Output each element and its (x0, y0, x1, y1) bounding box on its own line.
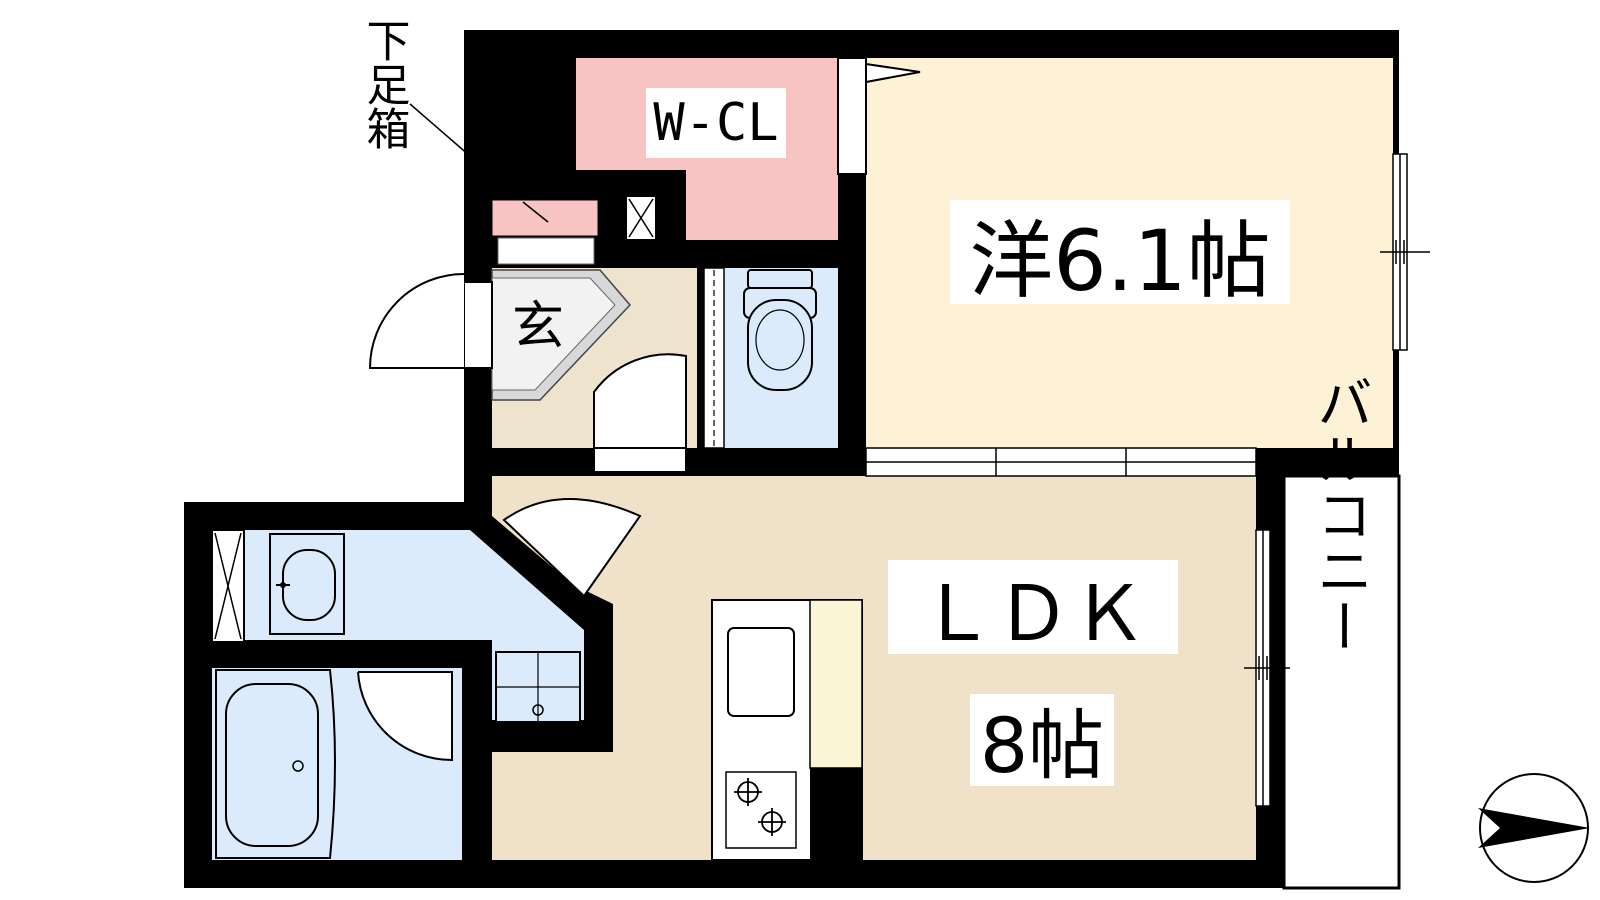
western-room-label: 洋6.1帖 (969, 212, 1271, 310)
kitchen-sink-icon (727, 627, 795, 717)
sliding-partition (865, 447, 1257, 477)
toilet-icon (743, 269, 817, 391)
shoe-box-label: 下足箱 (359, 18, 410, 150)
ldk-label: ＬＤＫ (919, 569, 1147, 658)
balcony-floor (1282, 474, 1401, 890)
doors (357, 57, 921, 762)
shoe-box-leader (409, 103, 471, 157)
entrance-label: 玄 (512, 297, 564, 357)
window-western (1380, 153, 1430, 351)
linen-cabinet (211, 529, 245, 643)
bathtub-icon (215, 669, 336, 859)
window-ldk (1244, 529, 1290, 807)
stove-burner-icon (734, 778, 786, 836)
north-arrow-icon (1478, 773, 1590, 883)
balcony-label: バルコニー (1308, 374, 1373, 654)
ldk-size-label: 8帖 (980, 701, 1104, 790)
shoe-box (491, 199, 599, 237)
wash-basin-icon (269, 533, 345, 635)
kitchen-counter (711, 599, 863, 861)
walk-in-closet-label: W-CL (653, 93, 778, 153)
washing-machine-pan (495, 651, 581, 723)
